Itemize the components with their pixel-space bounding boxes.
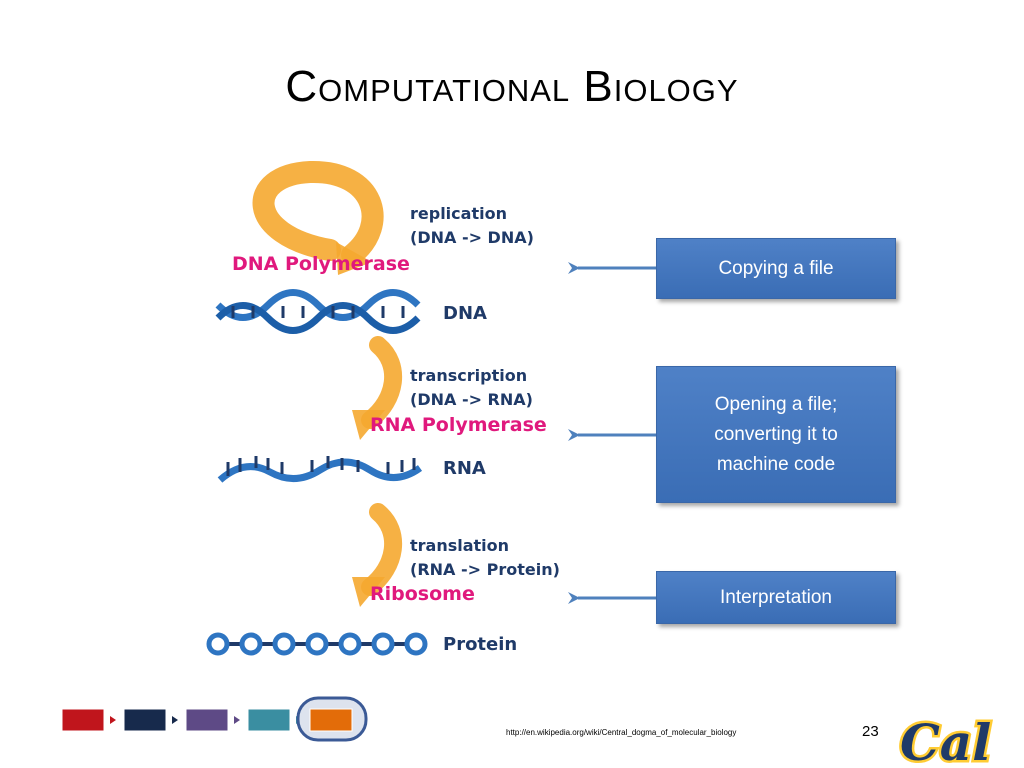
ribosome-label: Ribosome: [370, 583, 475, 605]
rna-strand: [217, 456, 423, 483]
nav-section-button-2[interactable]: [123, 708, 167, 732]
rna-polymerase-label: RNA Polymerase: [370, 414, 547, 436]
cal-logo: Cal Cal: [898, 711, 994, 768]
cal-logo-text: Cal: [900, 713, 991, 768]
protein-bead: [371, 632, 395, 656]
transcription-sub-label: (DNA -> RNA): [410, 390, 533, 409]
protein-bead: [338, 632, 362, 656]
translation-arrow: [352, 503, 403, 607]
page-number: 23: [862, 723, 879, 740]
protein-bead: [272, 632, 296, 656]
nav-section-button-4[interactable]: [247, 708, 291, 732]
transcription-label: transcription: [410, 366, 527, 385]
slide-navigation: [61, 696, 368, 742]
dna-label: DNA: [443, 303, 487, 324]
protein-bead: [206, 632, 230, 656]
transcription-arrow: [352, 336, 403, 440]
citation-link[interactable]: http://en.wikipedia.org/wiki/Central_dog…: [506, 728, 737, 737]
analogy-box-copying-text: Copying a file: [718, 257, 834, 279]
analogy-box-opening-text: Opening a file; converting it to machine…: [714, 393, 838, 475]
protein-bead: [305, 632, 329, 656]
protein-bead: [239, 632, 263, 656]
nav-section-button-5[interactable]: [309, 708, 353, 732]
analogy-box-copying: Copying a file: [656, 238, 896, 299]
nav-connector-arrow: [110, 716, 116, 724]
nav-connector-arrow: [234, 716, 240, 724]
replication-sub-label: (DNA -> DNA): [410, 228, 534, 247]
protein-chain: [206, 632, 428, 656]
analogy-box-interpretation-text: Interpretation: [720, 586, 832, 608]
cal-logo-outline: Cal: [900, 713, 991, 768]
nav-section-button-1[interactable]: [61, 708, 105, 732]
protein-label: Protein: [443, 634, 517, 655]
analogy-box-interpretation: Interpretation: [656, 571, 896, 624]
nav-section-button-3[interactable]: [185, 708, 229, 732]
rna-label: RNA: [443, 458, 486, 479]
slide-title: Computational Biology: [285, 62, 739, 111]
dna-polymerase-label: DNA Polymerase: [232, 253, 410, 275]
nav-connector-arrow: [172, 716, 178, 724]
translation-sub-label: (RNA -> Protein): [410, 560, 560, 579]
translation-label: translation: [410, 536, 509, 555]
protein-bead: [404, 632, 428, 656]
analogy-box-opening: Opening a file; converting it to machine…: [656, 366, 896, 503]
dna-helix: [215, 289, 421, 334]
replication-loop-arrow: [252, 160, 384, 275]
replication-label: replication: [410, 204, 507, 223]
